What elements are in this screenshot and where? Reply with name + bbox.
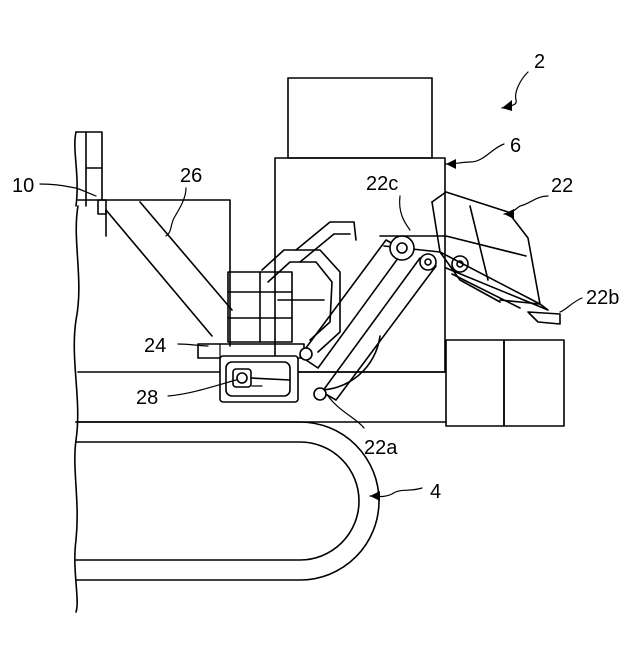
- upper-frame: [74, 206, 446, 612]
- brace-housing: [78, 200, 232, 346]
- label-cab: 6: [510, 135, 521, 157]
- cab: [275, 78, 445, 372]
- link-arms: [300, 236, 468, 400]
- label-frame: 10: [12, 175, 34, 197]
- label-brace: 26: [180, 165, 202, 187]
- label-step-pivot: 22c: [366, 173, 398, 195]
- left-railing-post: [75, 132, 106, 214]
- label-step-base: 22a: [364, 437, 398, 459]
- label-crawler: 4: [430, 481, 441, 503]
- leader-lines: [40, 72, 582, 501]
- label-step: 22: [551, 175, 573, 197]
- label-step-plate: 22b: [586, 287, 619, 309]
- label-lower-step: 24: [144, 335, 166, 357]
- label-machine: 2: [534, 51, 545, 73]
- label-switch: 28: [136, 387, 158, 409]
- rear-blocks: [446, 340, 564, 426]
- raised-step: [432, 192, 560, 324]
- crawler-track: [76, 422, 379, 580]
- folded-step: [228, 222, 356, 352]
- switch-box: [220, 356, 298, 402]
